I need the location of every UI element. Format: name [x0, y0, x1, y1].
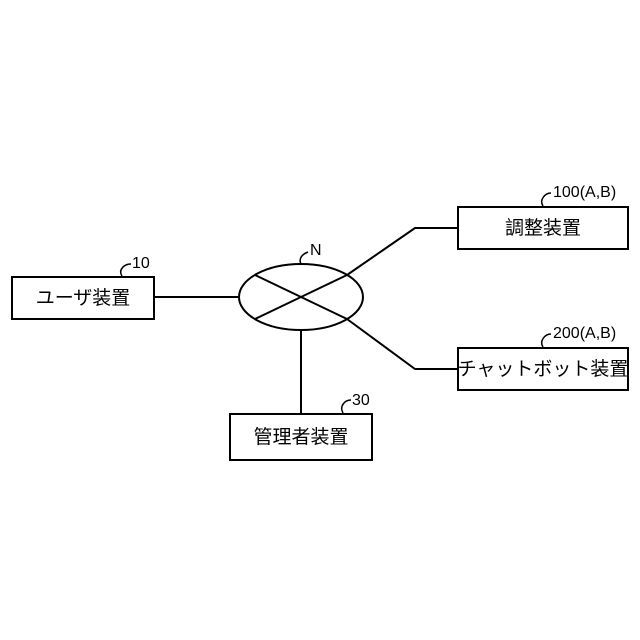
- admin-device-ref-leader: [342, 400, 351, 413]
- user-device-node: ユーザ装置 10: [12, 255, 154, 319]
- chatbot-device-node: チャットボット装置 200(A,B): [458, 325, 629, 390]
- chatbot-device-label: チャットボット装置: [458, 358, 629, 380]
- network-ref-leader: [300, 252, 308, 264]
- chatbot-device-ref-leader: [542, 334, 551, 347]
- adjustment-device-ref-leader: [542, 193, 551, 206]
- chatbot-device-ref-label: 200(A,B): [553, 325, 616, 342]
- user-device-label: ユーザ装置: [36, 287, 131, 309]
- adjustment-device-node: 調整装置 100(A,B): [458, 184, 628, 249]
- user-device-ref-label: 10: [132, 255, 150, 272]
- network-node: N: [239, 242, 363, 330]
- admin-device-ref-label: 30: [352, 392, 370, 409]
- connection-network-chatbot: [347, 319, 458, 369]
- adjustment-device-label: 調整装置: [505, 217, 581, 239]
- admin-device-label: 管理者装置: [253, 426, 348, 448]
- connection-network-adjustment: [347, 228, 458, 275]
- adjustment-device-ref-label: 100(A,B): [553, 184, 616, 201]
- connections: [154, 228, 458, 414]
- network-ref-label: N: [310, 242, 322, 259]
- user-device-ref-leader: [121, 264, 131, 276]
